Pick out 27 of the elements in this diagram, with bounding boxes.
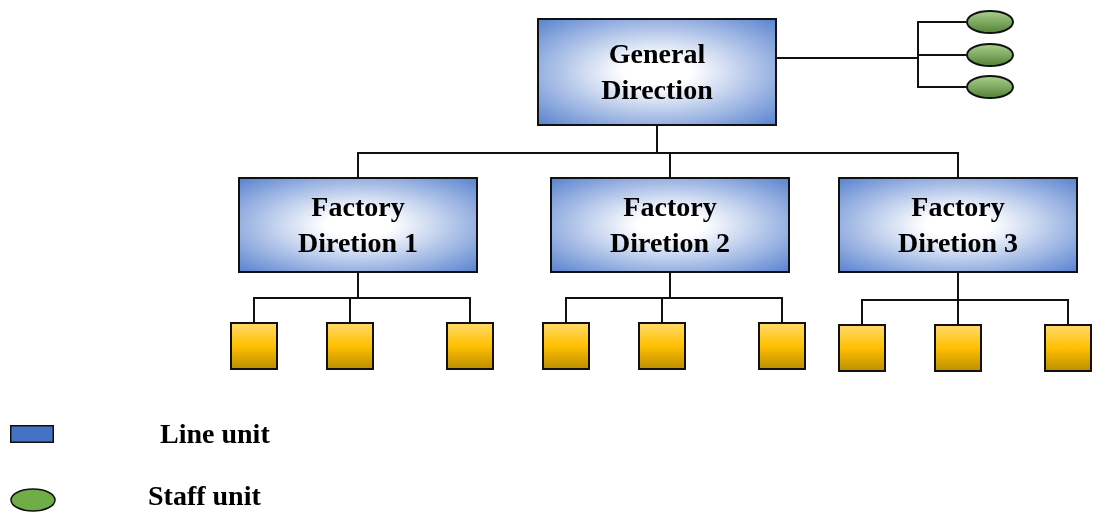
unit-name: Factory Diretion 1: [297, 190, 419, 260]
unit-square: [1044, 324, 1092, 372]
unit-square: [326, 322, 374, 370]
line-unit-box: [238, 177, 478, 273]
unit-square: [638, 322, 686, 370]
line-unit-box: [838, 177, 1078, 273]
unit-name: Factory Diretion 2: [609, 190, 731, 260]
line-unit-box: [550, 177, 790, 273]
staff-ellipse: [966, 10, 1014, 34]
staff-ellipse: [966, 43, 1014, 67]
unit-name: General Direction: [600, 37, 714, 107]
connector-line: [357, 272, 471, 323]
line-unit-box: [537, 18, 777, 126]
unit-square: [542, 322, 590, 370]
unit-square: [446, 322, 494, 370]
legend-label: Staff unit: [148, 480, 261, 512]
unit-name: Factory Diretion 3: [897, 190, 1019, 260]
legend-label: Line unit: [160, 418, 270, 450]
connector-line: [669, 272, 783, 323]
unit-square: [758, 322, 806, 370]
staff-ellipse: [966, 75, 1014, 99]
unit-square: [838, 324, 886, 372]
unit-square: [934, 324, 982, 372]
unit-square: [230, 322, 278, 370]
connector-line: [957, 272, 1069, 325]
connector-line: [776, 57, 967, 88]
connector-line: [656, 125, 959, 178]
